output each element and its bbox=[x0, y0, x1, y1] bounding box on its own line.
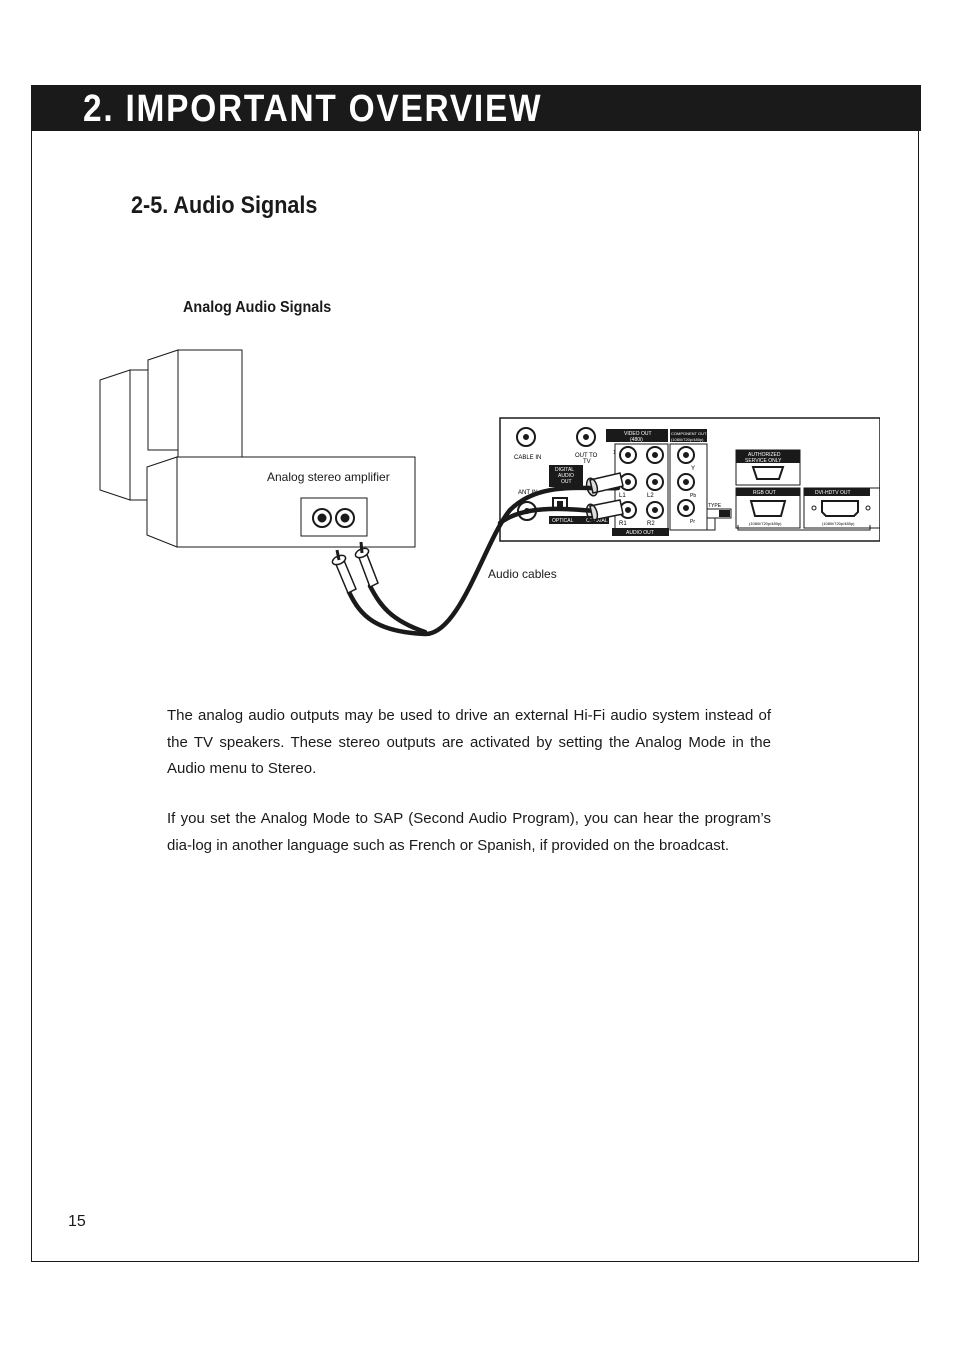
l1-label: L1 bbox=[619, 493, 626, 499]
connection-diagram: Analog stereo amplifier CABLE IN OUT TO … bbox=[90, 340, 881, 650]
pr-label: Pr bbox=[690, 519, 695, 525]
rgb-out-header bbox=[736, 488, 800, 496]
section-heading: 2-5. Audio Signals bbox=[131, 192, 318, 219]
component-out-label-1: COMPONENT OUT bbox=[671, 431, 707, 436]
speaker-right bbox=[147, 349, 243, 461]
video-out-header bbox=[606, 429, 668, 442]
chapter-title: 2. IMPORTANT OVERVIEW bbox=[83, 88, 543, 130]
audio-out-header bbox=[612, 528, 669, 536]
pb-label: Pb bbox=[690, 493, 696, 499]
coaxial-label: COAXIAL bbox=[586, 518, 608, 524]
rgb-res-label: (1080i/720p/480p) bbox=[749, 521, 782, 526]
cable-in-label: CABLE IN bbox=[514, 455, 541, 461]
dvi-out-header bbox=[804, 488, 870, 496]
service-port-housing bbox=[735, 449, 801, 486]
rgb-out-label: RGB OUT bbox=[753, 490, 776, 496]
cables-label: Audio cables bbox=[488, 567, 557, 581]
video-out-label-1: VIDEO OUT bbox=[624, 431, 652, 437]
type-label: TYPE bbox=[708, 503, 722, 509]
out-to-tv-label-1: OUT TO bbox=[575, 453, 598, 459]
digital-labels-bar bbox=[549, 516, 609, 524]
figure-heading: Analog Audio Signals bbox=[183, 299, 332, 316]
page-frame bbox=[31, 85, 919, 1262]
av-jack-grid bbox=[614, 443, 708, 531]
paragraph-analog-outputs: The analog audio outputs may be used to … bbox=[167, 707, 771, 777]
bracket-line bbox=[687, 518, 716, 531]
digital-audio-header bbox=[549, 465, 583, 487]
out-to-tv-label-2: TV bbox=[583, 459, 591, 465]
video-out-label-2: (480i) bbox=[630, 437, 643, 443]
service-port bbox=[751, 466, 785, 480]
digital-audio-label-2: AUDIO bbox=[558, 473, 574, 479]
y-label: Y bbox=[691, 466, 695, 472]
component-out-label-2: (1080i/720p/480p) bbox=[671, 437, 704, 442]
r1-label: R1 bbox=[619, 521, 627, 527]
l2-label: L2 bbox=[647, 493, 654, 499]
dvi-out-label: DVI-HDTV OUT bbox=[815, 490, 851, 496]
optical-label: OPTICAL bbox=[552, 518, 574, 524]
rca-plugs-panel-end bbox=[585, 472, 624, 523]
authorized-label-1: AUTHORIZED bbox=[748, 452, 781, 458]
ant-in-label: ANT IN bbox=[518, 490, 538, 496]
authorized-header bbox=[736, 450, 800, 463]
component-out-header bbox=[670, 429, 707, 442]
digital-audio-label-3: OUT bbox=[561, 479, 572, 485]
amplifier-label: Analog stereo amplifier bbox=[267, 470, 390, 484]
audio-out-label: AUDIO OUT bbox=[626, 530, 654, 536]
digital-audio-label-1: DIGITAL bbox=[555, 467, 574, 473]
dvi-out-port bbox=[821, 500, 859, 517]
authorized-label-2: SERVICE ONLY bbox=[745, 458, 782, 464]
amplifier bbox=[146, 456, 416, 548]
r2-label: R2 bbox=[647, 521, 655, 527]
paragraph-sap-mode: If you set the Analog Mode to SAP (Secon… bbox=[167, 810, 771, 854]
rca-plugs-amplifier-end bbox=[331, 541, 379, 595]
page-number: 15 bbox=[68, 1213, 86, 1230]
rgb-out-port bbox=[749, 500, 787, 517]
chapter-banner: 2. IMPORTANT OVERVIEW bbox=[31, 85, 921, 131]
dvi-res-label: (1080i/720p/480p) bbox=[822, 521, 855, 526]
